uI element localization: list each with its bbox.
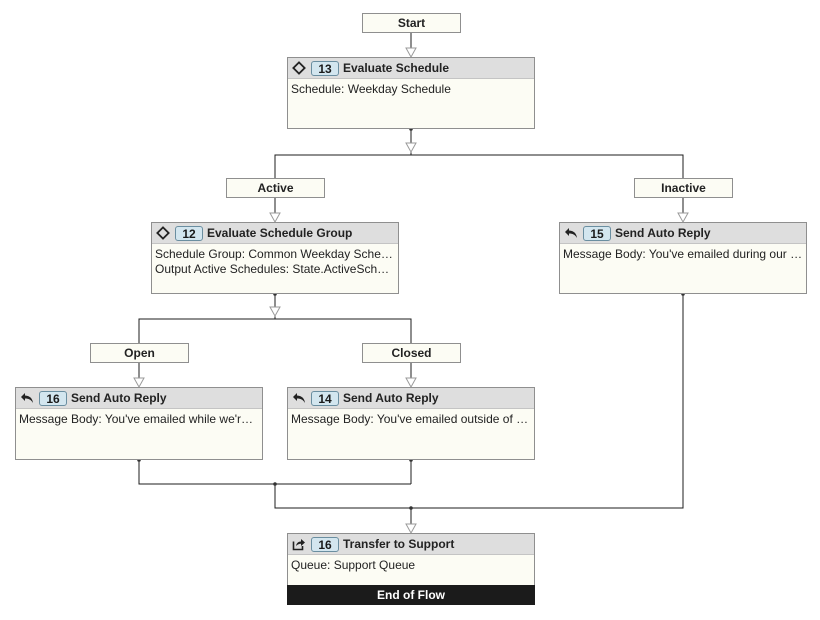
node-detail: Message Body: You've emailed outside of … (291, 412, 529, 426)
diamond-icon (155, 225, 171, 241)
transfer-to-support-node[interactable]: 16 Transfer to Support Queue: Support Qu… (287, 533, 535, 605)
reply-icon (563, 225, 579, 241)
node-number-badge: 13 (311, 60, 339, 76)
node-header: 15 Send Auto Reply (560, 223, 806, 244)
node-title: Send Auto Reply (71, 391, 167, 405)
node-title: Evaluate Schedule Group (207, 226, 353, 240)
node-number-badge: 14 (311, 390, 339, 406)
send-auto-reply-14-node[interactable]: 14 Send Auto Reply Message Body: You've … (287, 387, 535, 460)
node-header: 12 Evaluate Schedule Group (152, 223, 398, 244)
node-title: Transfer to Support (343, 537, 455, 551)
evaluate-schedule-group-node[interactable]: 12 Evaluate Schedule Group Schedule Grou… (151, 222, 399, 294)
send-auto-reply-15-node[interactable]: 15 Send Auto Reply Message Body: You've … (559, 222, 807, 294)
evaluate-schedule-node[interactable]: 13 Evaluate Schedule Schedule: Weekday S… (287, 57, 535, 129)
reply-icon (291, 390, 307, 406)
node-number-badge: 15 (583, 225, 611, 241)
node-detail: Queue: Support Queue (291, 558, 416, 572)
node-detail: Message Body: You've emailed while we're… (19, 412, 259, 426)
send-auto-reply-16-node[interactable]: 16 Send Auto Reply Message Body: You've … (15, 387, 263, 460)
node-header: 16 Transfer to Support (288, 534, 534, 555)
node-header: 13 Evaluate Schedule (288, 58, 534, 79)
branch-active-label[interactable]: Active (226, 178, 325, 198)
node-detail: Message Body: You've emailed during our … (563, 247, 803, 261)
diamond-icon (291, 60, 307, 76)
node-header: 16 Send Auto Reply (16, 388, 262, 409)
node-title: Evaluate Schedule (343, 61, 450, 75)
node-number-badge: 12 (175, 225, 203, 241)
node-detail: Schedule: Weekday Schedule (291, 82, 451, 96)
start-label[interactable]: Start (362, 13, 461, 33)
branch-closed-label[interactable]: Closed (362, 343, 461, 363)
node-header: 14 Send Auto Reply (288, 388, 534, 409)
branch-inactive-label[interactable]: Inactive (634, 178, 733, 198)
node-title: Send Auto Reply (615, 226, 711, 240)
node-number-badge: 16 (311, 536, 339, 552)
node-number-badge: 16 (39, 390, 67, 406)
reply-icon (19, 390, 35, 406)
node-detail: Output Active Schedules: State.ActiveSch… (155, 262, 390, 276)
transfer-icon (291, 536, 307, 552)
branch-open-label[interactable]: Open (90, 343, 189, 363)
end-of-flow-bar: End of Flow (287, 585, 535, 605)
node-detail: Schedule Group: Common Weekday Sche… (155, 247, 393, 261)
node-title: Send Auto Reply (343, 391, 439, 405)
